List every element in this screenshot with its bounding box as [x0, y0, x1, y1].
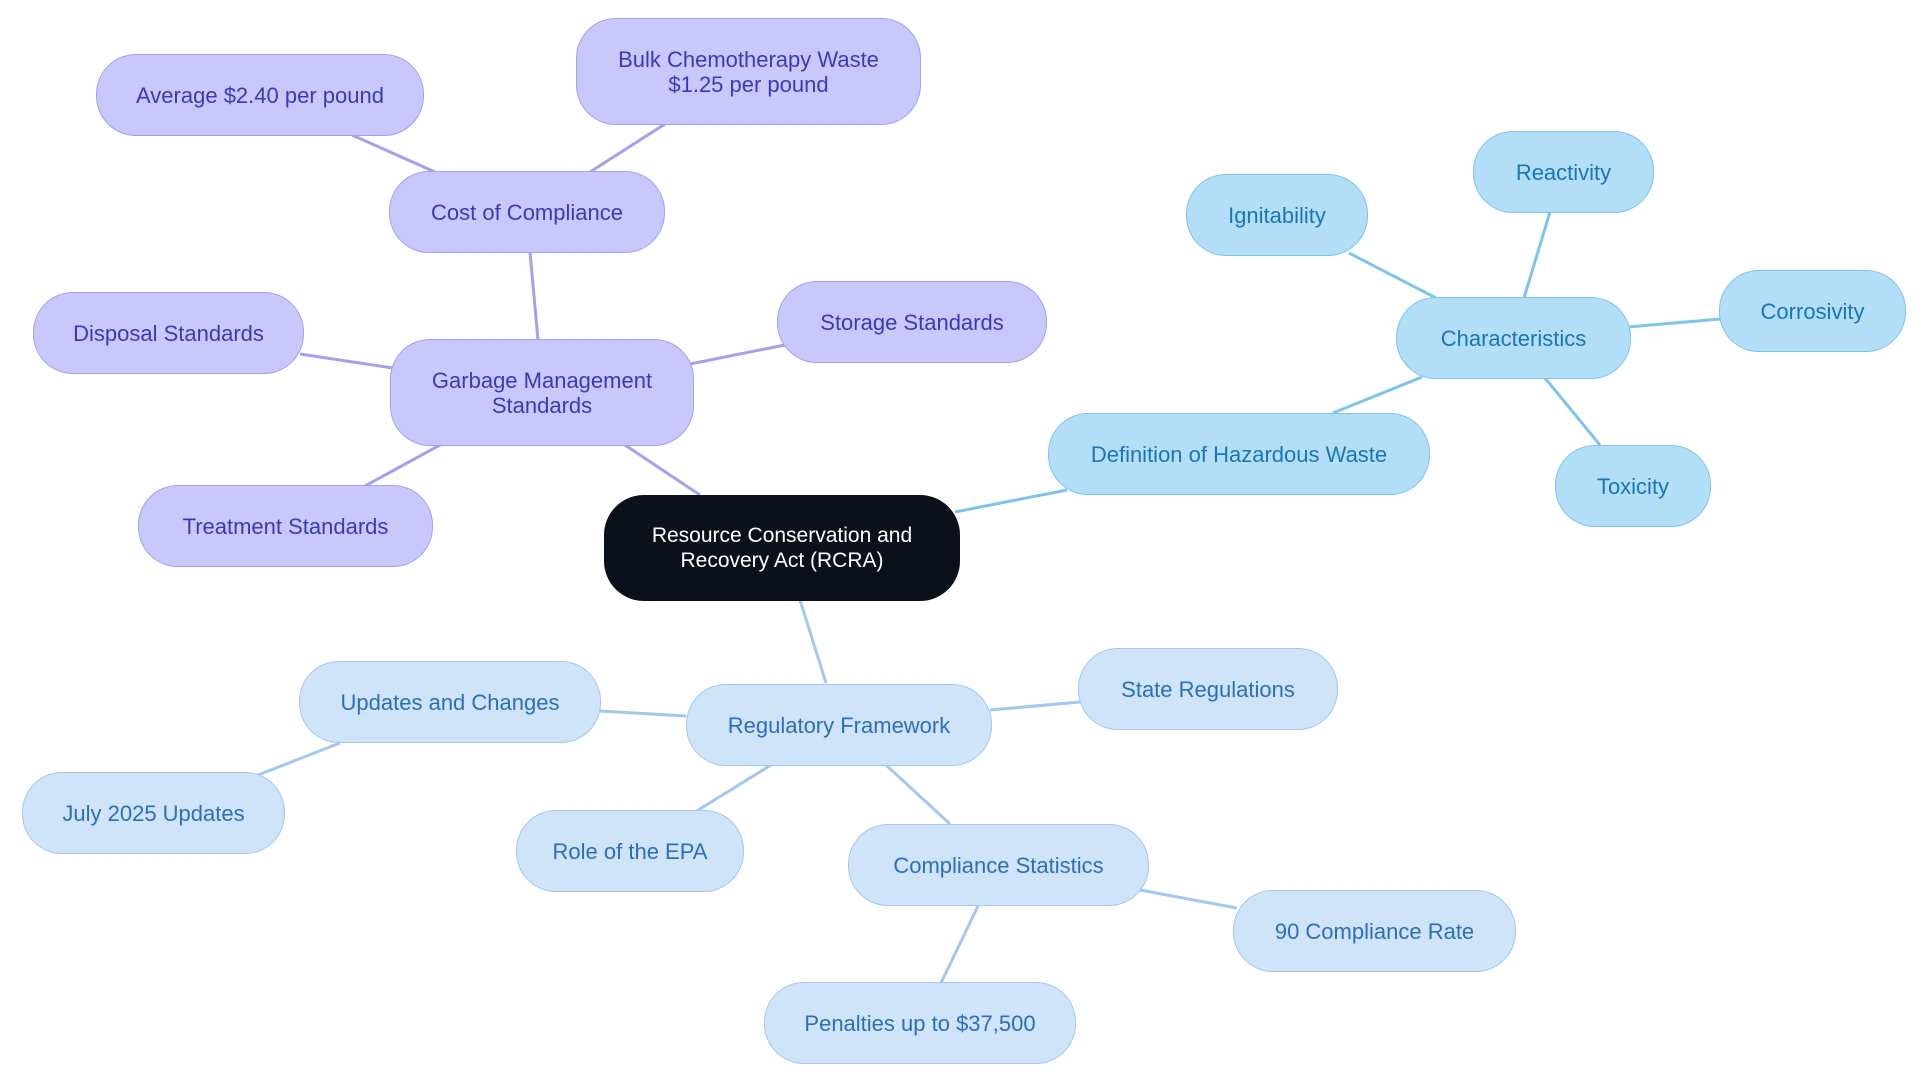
edge-cost-bulk	[589, 122, 666, 174]
edge-garbage-treatment	[364, 443, 441, 488]
edge-characteristics-reactivity	[1522, 211, 1552, 299]
node-definition-of-hazardous-waste[interactable]: Definition of Hazardous Waste	[1048, 413, 1430, 495]
edge-garbage-cost	[528, 251, 540, 341]
edge-root-garbage	[624, 443, 701, 497]
node-toxicity[interactable]: Toxicity	[1555, 445, 1711, 527]
edge-compliance-penalties	[939, 905, 980, 984]
node-regulatory-framework[interactable]: Regulatory Framework	[686, 684, 992, 766]
node-ignitability[interactable]: Ignitability	[1186, 174, 1368, 256]
node-storage-standards[interactable]: Storage Standards	[777, 281, 1047, 363]
node-reactivity[interactable]: Reactivity	[1473, 131, 1654, 213]
node-compliance-rate[interactable]: 90 Compliance Rate	[1233, 890, 1516, 972]
node-role-of-the-epa[interactable]: Role of the EPA	[516, 810, 744, 892]
node-penalties[interactable]: Penalties up to $37,500	[764, 982, 1076, 1064]
node-disposal-standards[interactable]: Disposal Standards	[33, 292, 304, 374]
edge-regulatory-state	[989, 700, 1081, 712]
edge-characteristics-toxicity	[1543, 377, 1602, 446]
edge-cost-average	[351, 133, 436, 174]
node-garbage-management-standards[interactable]: Garbage Management Standards	[390, 339, 694, 446]
edge-root-regulatory	[798, 599, 828, 684]
edge-garbage-storage	[689, 343, 786, 366]
edge-regulatory-compliance	[884, 763, 952, 826]
edge-garbage-disposal	[299, 352, 394, 370]
node-state-regulations[interactable]: State Regulations	[1078, 648, 1338, 730]
node-july-2025-updates[interactable]: July 2025 Updates	[22, 772, 285, 854]
root-node-rcra[interactable]: Resource Conservation and Recovery Act (…	[604, 495, 960, 601]
node-bulk-chemotherapy-waste[interactable]: Bulk Chemotherapy Waste $1.25 per pound	[576, 18, 921, 125]
edge-regulatory-updates	[599, 709, 687, 718]
node-characteristics[interactable]: Characteristics	[1396, 297, 1631, 379]
edge-updates-july	[257, 741, 341, 777]
node-treatment-standards[interactable]: Treatment Standards	[138, 485, 433, 567]
node-corrosivity[interactable]: Corrosivity	[1719, 270, 1906, 352]
edge-root-definition	[954, 488, 1068, 514]
edge-definition-characteristics	[1332, 375, 1423, 415]
edge-characteristics-corrosivity	[1627, 317, 1721, 329]
node-average-cost[interactable]: Average $2.40 per pound	[96, 54, 424, 136]
node-cost-of-compliance[interactable]: Cost of Compliance	[389, 171, 665, 253]
edge-compliance-rate	[1139, 888, 1238, 910]
edge-characteristics-ignitability	[1348, 251, 1437, 300]
node-updates-and-changes[interactable]: Updates and Changes	[299, 661, 601, 743]
node-compliance-statistics[interactable]: Compliance Statistics	[848, 824, 1149, 906]
edge-regulatory-epa	[694, 763, 772, 814]
